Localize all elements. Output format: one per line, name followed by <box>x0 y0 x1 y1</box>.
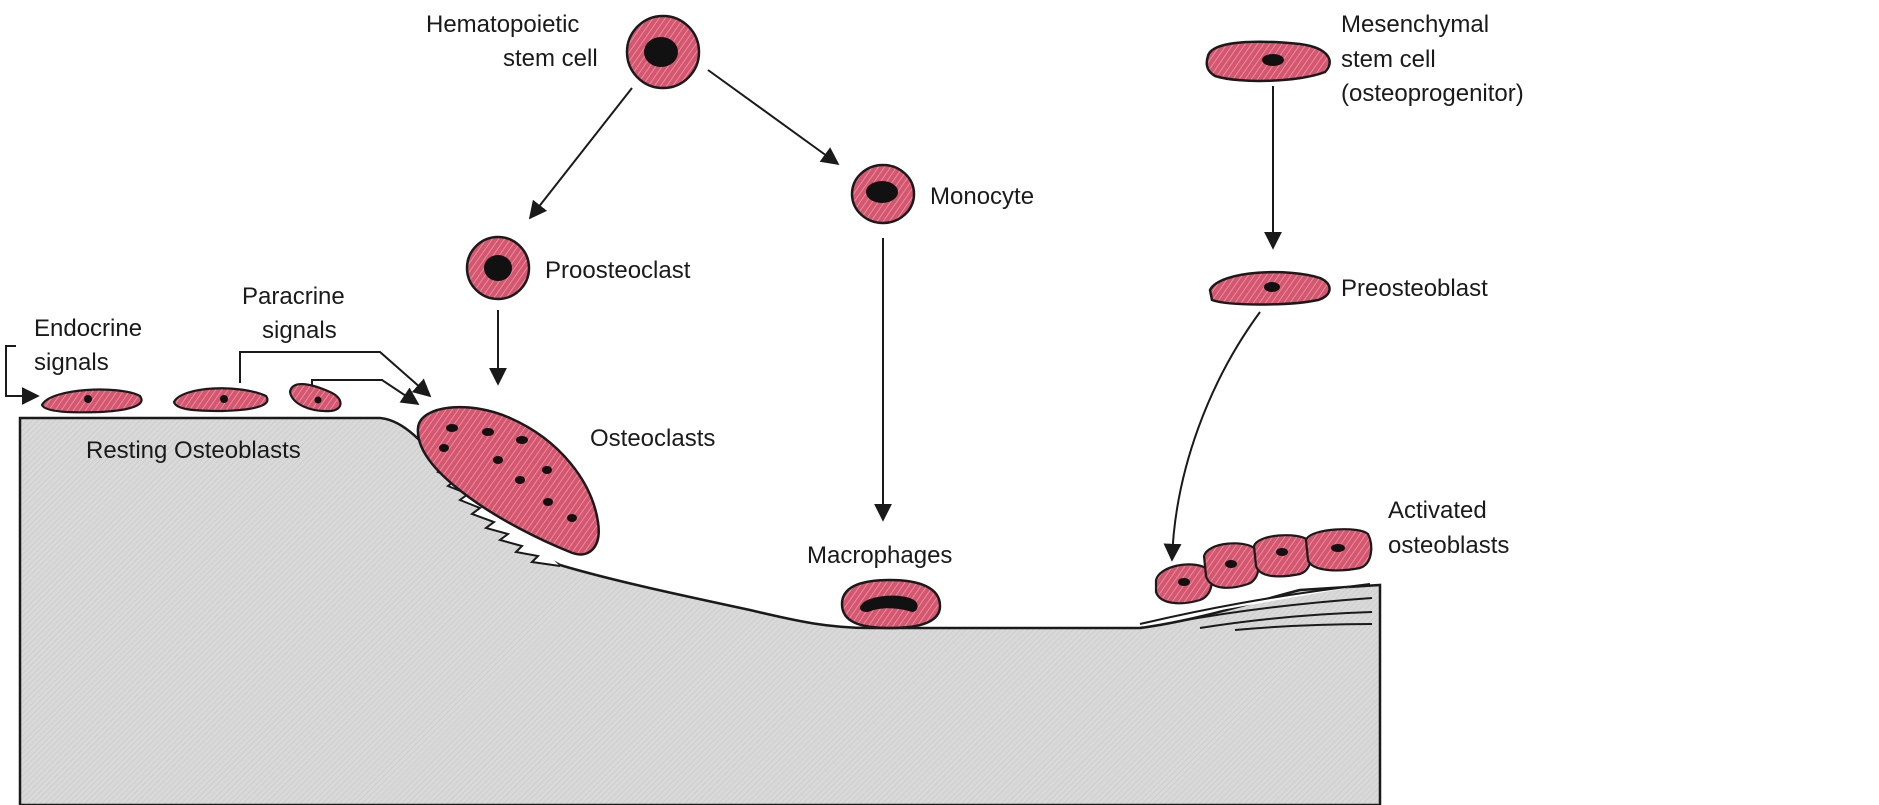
arrow-hsc-to-monocyte <box>708 70 838 164</box>
label-monocyte: Monocyte <box>930 183 1034 210</box>
activated-osteoblast <box>1156 564 1212 603</box>
label-resting-osteoblasts: Resting Osteoblasts <box>86 437 301 464</box>
activated-osteoblast <box>1204 543 1259 587</box>
label-endocrine-line2: signals <box>34 349 109 376</box>
resting-osteoblast <box>42 390 142 413</box>
activated-osteoblast <box>1254 535 1311 576</box>
bone-surface <box>20 418 1380 805</box>
label-activated-line1: Activated <box>1388 497 1487 524</box>
label-paracrine-line2: signals <box>262 317 337 344</box>
label-mesenchymal-line1: Mesenchymal <box>1341 11 1489 38</box>
label-activated-line2: osteoblasts <box>1388 532 1509 559</box>
macrophage-cell <box>842 580 940 628</box>
resting-osteoblast <box>290 384 341 411</box>
arrow-paracrine-signal-1 <box>240 352 430 396</box>
mesenchymal-stem-cell <box>1207 42 1330 81</box>
label-mesenchymal-line3: (osteoprogenitor) <box>1341 80 1524 107</box>
arrow-preosteoblast-to-activated <box>1172 312 1260 560</box>
label-hematopoietic-line1: Hematopoietic <box>426 11 579 38</box>
label-macrophages: Macrophages <box>807 542 952 569</box>
label-proosteoclast: Proosteoclast <box>545 257 691 284</box>
proosteoclast-cell <box>467 237 529 299</box>
label-preosteoblast: Preosteoblast <box>1341 275 1488 302</box>
hematopoietic-stem-cell <box>627 16 699 88</box>
label-endocrine-line1: Endocrine <box>34 315 142 342</box>
preosteoblast-cell <box>1210 272 1330 304</box>
activated-osteoblast <box>1306 529 1371 570</box>
label-hematopoietic-line2: stem cell <box>503 45 598 72</box>
monocyte-cell <box>852 165 914 223</box>
label-osteoclasts: Osteoclasts <box>590 425 715 452</box>
label-mesenchymal-line2: stem cell <box>1341 46 1436 73</box>
arrow-hsc-to-proosteoclast <box>530 88 632 218</box>
label-paracrine-line1: Paracrine <box>242 283 345 310</box>
resting-osteoblast <box>174 388 267 411</box>
